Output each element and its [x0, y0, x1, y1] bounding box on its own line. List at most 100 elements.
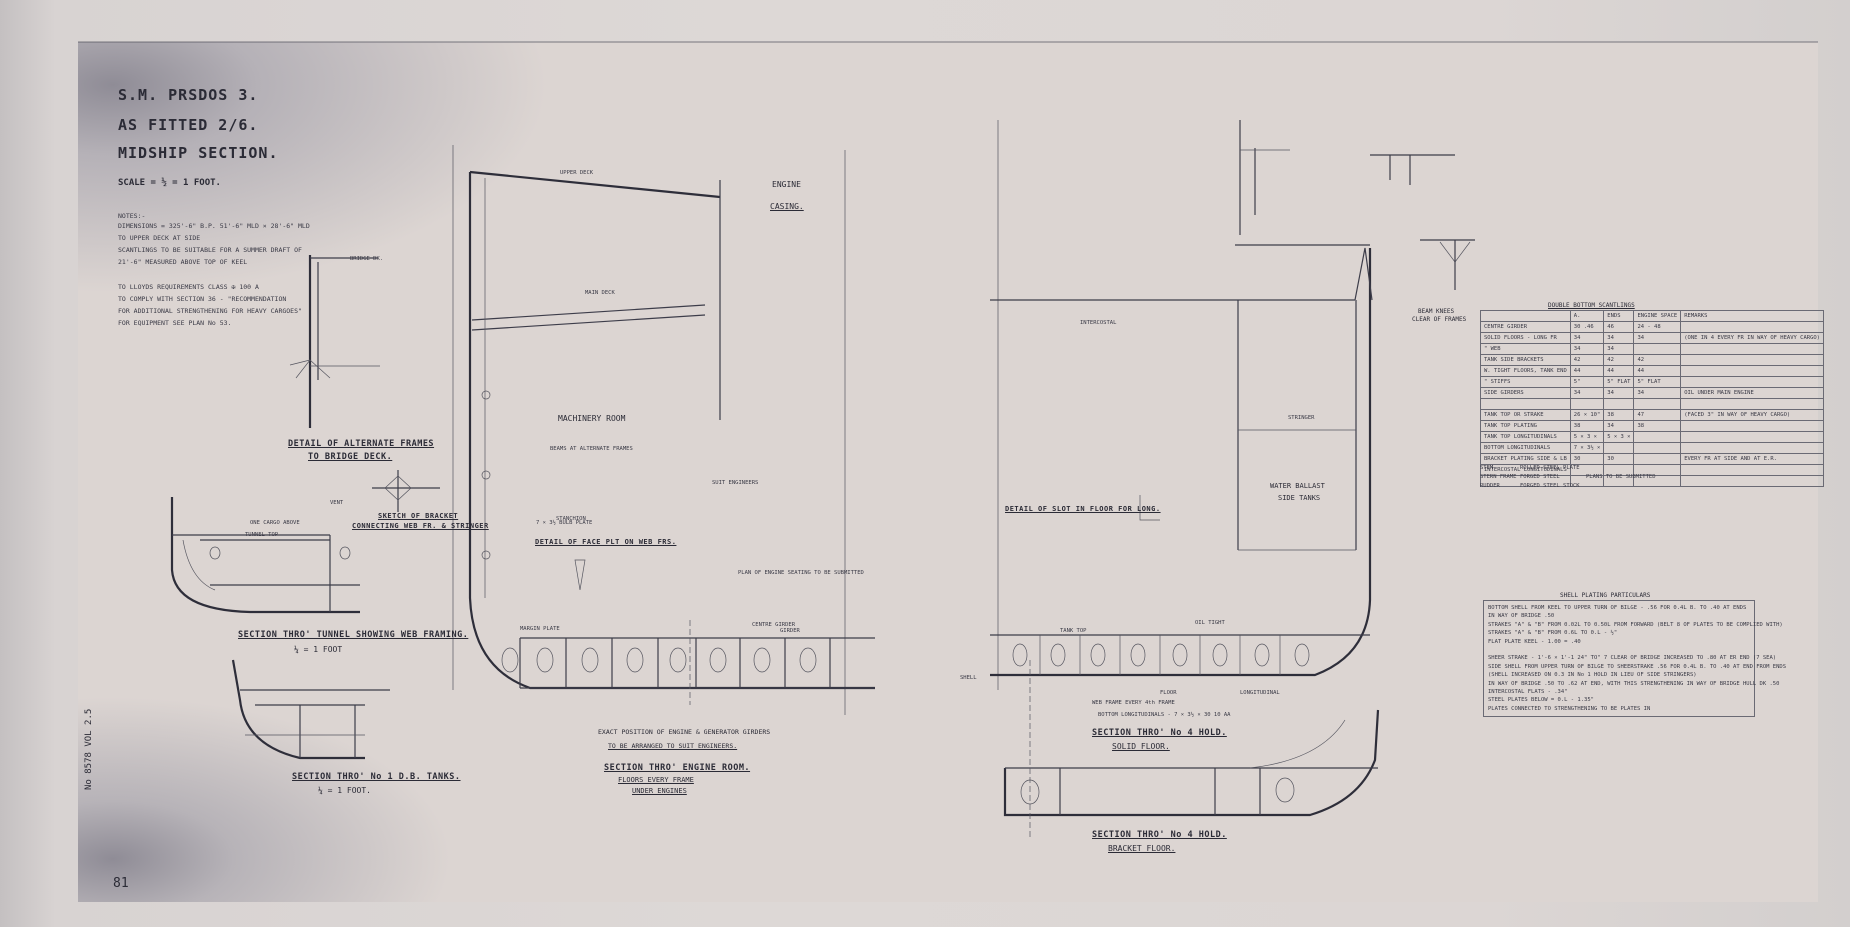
engine-room-section-lines: [452, 145, 875, 715]
table-header: ENGINE SPACE: [1633, 310, 1682, 322]
table-cell: [1633, 343, 1682, 355]
table-cell: [1633, 453, 1682, 465]
shell-plating-line: IN WAY OF BRIDGE .50 TO .62 AT END, WITH…: [1488, 680, 1780, 687]
annotation: LONGITUDINAL: [1240, 690, 1280, 696]
water-ballast-label-2: SIDE TANKS: [1278, 494, 1321, 502]
annotation: CENTRE GIRDER: [752, 622, 796, 628]
table-cell: 24 - 48: [1633, 321, 1682, 333]
note-line: 21'-6" MEASURED ABOVE TOP OF KEEL: [118, 258, 248, 266]
table-cell: 5 × 3 ×: [1603, 431, 1635, 443]
note-line: DIMENSIONS = 325'-6" B.P. 51'-6" MLD × 2…: [118, 222, 310, 230]
caption-face-plate: DETAIL OF FACE PLT ON WEB FRS.: [535, 538, 677, 546]
table-cell: 34: [1633, 332, 1682, 344]
engine-casing-label-2: CASING.: [770, 202, 804, 211]
stern-note-remark: PLANS TO BE SUBMITTED: [1586, 474, 1656, 480]
table-header: [1480, 310, 1571, 322]
note-line: TO UPPER DECK AT SIDE: [118, 234, 201, 242]
table-cell: 34: [1603, 387, 1635, 399]
engine-casing-label: ENGINE: [772, 180, 801, 189]
annotation: MARGIN PLATE: [520, 626, 560, 632]
annotation: 7 × 3½ BULB PLATE: [536, 520, 593, 526]
annotation: WEB FRAME EVERY 4th FRAME: [1092, 700, 1175, 706]
beam-knees-label-2: CLEAR OF FRAMES: [1412, 316, 1467, 323]
shell-plating-line: (SHELL INCREASED ON 0.3 IN No 1 HOLD IN …: [1488, 672, 1697, 679]
shell-plating-line: FLAT PLATE KEEL - 1.00 = .40: [1488, 638, 1581, 645]
caption-hold-solid: SECTION THRO' No 4 HOLD.: [1092, 728, 1227, 738]
table-cell: 26 × 10": [1569, 409, 1605, 421]
table-cell: [1680, 398, 1824, 410]
table-row: [1480, 475, 1824, 487]
table-cell: " STIFFS: [1480, 376, 1571, 388]
table-cell: [1603, 398, 1635, 410]
table-cell: [1603, 475, 1635, 487]
annotation: OIL TIGHT: [1195, 620, 1225, 626]
table-cell: [1480, 475, 1571, 487]
table-cell: 34: [1603, 420, 1635, 432]
stern-note-label: STEM: [1480, 465, 1494, 471]
table-cell: 46: [1603, 321, 1635, 333]
table-cell: TANK SIDE BRACKETS: [1480, 354, 1571, 366]
table-cell: 5 × 3 ×: [1569, 431, 1605, 443]
table-cell: SIDE GIRDERS: [1480, 387, 1571, 399]
table-cell: [1680, 376, 1824, 388]
db-tank-section-lines: [231, 659, 390, 760]
table-header: REMARKS: [1680, 310, 1824, 322]
table-cell: [1680, 464, 1824, 476]
shell-plating-box: BOTTOM SHELL FROM KEEL TO UPPER TURN OF …: [1483, 600, 1786, 717]
table-cell: 7 × 3½ ×: [1569, 442, 1605, 454]
table-cell: [1633, 398, 1682, 410]
table-cell: 34: [1569, 332, 1605, 344]
annotation: INTERCOSTAL: [1080, 320, 1117, 326]
table-cell: [1680, 475, 1824, 487]
table-cell: 38: [1569, 420, 1605, 432]
note-line: FOR EQUIPMENT SEE PLAN No 53.: [118, 319, 232, 327]
scale-label: SCALE = ½ = 1 FOOT.: [118, 178, 221, 188]
table-cell: (ONE IN 4 EVERY FR IN WAY OF HEAVY CARGO…: [1680, 332, 1824, 344]
bracket-sketch: [372, 470, 440, 512]
table-cell: BRACKET PLATING SIDE & LB: [1480, 453, 1571, 465]
hold-solid-floor-lines: [990, 120, 1373, 690]
table-cell: TANK TOP OR STRAKE: [1480, 409, 1571, 421]
table-cell: 42: [1603, 354, 1635, 366]
shell-plating-line: STRAKES "A" & "B" FROM 0.6L TO 0.L - ½": [1488, 630, 1618, 637]
caption-hold-solid-2: SOLID FLOOR.: [1112, 742, 1170, 751]
table-cell: 44: [1603, 365, 1635, 377]
scantlings-table: A. ENDS ENGINE SPACE REMARKS CENTRE GIRD…: [1480, 310, 1824, 487]
table-cell: [1569, 398, 1605, 410]
annotation: ONE CARGO ABOVE: [250, 520, 300, 526]
table-cell: OIL UNDER MAIN ENGINE: [1680, 387, 1824, 399]
annotation: UPPER DECK: [560, 170, 594, 176]
table-cell: CENTRE GIRDER: [1480, 321, 1571, 333]
caption-alt-frames-2: TO BRIDGE DECK.: [308, 452, 393, 462]
shell-plating-line: SIDE SHELL FROM UPPER TURN OF BILGE TO S…: [1488, 663, 1787, 670]
caption-db-tanks-scale: ¼ = 1 FOOT.: [318, 786, 371, 795]
shell-plating-line: INTERCOSTAL FLATS - .34": [1488, 689, 1568, 695]
annotation: SHELL: [960, 675, 977, 681]
note-line: NOTES:-: [118, 212, 146, 220]
stern-note-value: FORGED STEEL STOCK: [1520, 483, 1580, 489]
engine-note: EXACT POSITION OF ENGINE & GENERATOR GIR…: [598, 728, 771, 736]
beam-detail-lines: [1370, 154, 1475, 290]
shell-plating-line: STEEL PLATES BELOW = 0.L - 1.35": [1488, 697, 1594, 704]
caption-alt-frames: DETAIL OF ALTERNATE FRAMES: [288, 439, 435, 449]
note-line: TO LLOYDS REQUIREMENTS CLASS ✠ 100 A: [118, 283, 259, 291]
annotation: MAIN DECK: [585, 290, 615, 296]
table-cell: 5" FLAT: [1633, 376, 1682, 388]
table-cell: 30: [1569, 453, 1605, 465]
caption-tunnel-scale: ¼ = 1 FOOT: [294, 645, 343, 654]
side-stamp: No 8578 VOL 2.5: [84, 708, 94, 790]
table-cell: [1680, 420, 1824, 432]
annotation: BOTTOM LONGITUDINALS - 7 × 3½ × 30 10 AA: [1098, 712, 1231, 718]
machinery-room-label: MACHINERY ROOM: [558, 414, 626, 423]
ship-name: S.M. PRSDOS 3.: [118, 86, 259, 104]
table-cell: [1603, 442, 1635, 454]
table-cell: 30 .46: [1569, 321, 1605, 333]
table-cell: 30: [1603, 453, 1635, 465]
table-cell: " WEB: [1480, 343, 1571, 355]
